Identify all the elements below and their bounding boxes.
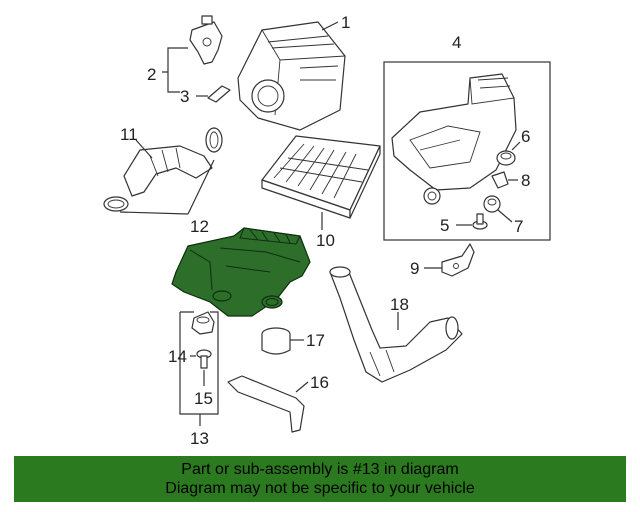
callout-13[interactable]: 13	[190, 429, 209, 448]
part-4-air-cleaner-case[interactable]	[391, 73, 517, 205]
part-14-grommet[interactable]	[191, 311, 215, 335]
part-17-connector[interactable]	[261, 327, 291, 355]
part-13-air-cleaner-case-highlighted[interactable]	[171, 227, 311, 317]
part-10-air-filter[interactable]	[261, 135, 381, 219]
callout-3[interactable]: 3	[180, 87, 189, 106]
leader-6	[511, 141, 521, 151]
part-1-air-cleaner-cover[interactable]	[237, 21, 346, 131]
callout-17[interactable]: 17	[306, 331, 325, 350]
part-2-airflow-meter[interactable]	[189, 15, 223, 65]
part-7-mount[interactable]	[483, 195, 501, 213]
part-12-clamp-upper[interactable]	[205, 127, 223, 153]
part-5-bolt[interactable]	[472, 213, 488, 230]
leader-11	[135, 139, 153, 159]
callout-5[interactable]: 5	[440, 216, 449, 235]
callout-2[interactable]: 2	[147, 65, 156, 84]
part-4-assembly-box	[383, 61, 551, 241]
part-9-bracket[interactable]	[441, 243, 475, 277]
parts-diagram: 1 2 3 4 5 6 7	[103, 13, 551, 448]
part-15-bolt[interactable]	[196, 349, 212, 369]
callout-16[interactable]: 16	[310, 373, 329, 392]
callout-4[interactable]: 4	[452, 33, 461, 52]
callout-12[interactable]: 12	[190, 217, 209, 236]
footer-line-2: Diagram may not be specific to your vehi…	[165, 480, 475, 497]
leader-1	[321, 21, 339, 31]
callout-18[interactable]: 18	[390, 295, 409, 314]
callout-10[interactable]: 10	[316, 231, 335, 250]
callout-15[interactable]: 15	[194, 389, 213, 408]
footer-line-1: Part or sub-assembly is #13 in diagram	[181, 461, 459, 478]
part-3-clip[interactable]	[207, 85, 231, 103]
part-18-outlet-duct[interactable]	[329, 266, 463, 383]
callout-7[interactable]: 7	[514, 217, 523, 236]
part-11-intake-duct[interactable]	[123, 145, 213, 197]
callout-1[interactable]: 1	[341, 13, 350, 32]
callout-14[interactable]: 14	[168, 347, 187, 366]
part-8-clamp[interactable]	[491, 171, 509, 189]
leader-13	[179, 311, 219, 415]
leader-2	[162, 47, 188, 93]
callout-11[interactable]: 11	[120, 125, 138, 144]
footer-banner: Part or sub-assembly is #13 in diagram D…	[14, 456, 626, 502]
leader-16	[295, 381, 309, 393]
leader-12	[119, 159, 215, 215]
callout-9[interactable]: 9	[410, 259, 419, 278]
leader-7	[497, 209, 513, 223]
part-6-grommet[interactable]	[496, 150, 516, 166]
callout-6[interactable]: 6	[521, 127, 530, 146]
callout-8[interactable]: 8	[521, 171, 530, 190]
part-16-bracket[interactable]	[227, 375, 305, 433]
part-12-clamp-lower[interactable]	[103, 196, 129, 212]
